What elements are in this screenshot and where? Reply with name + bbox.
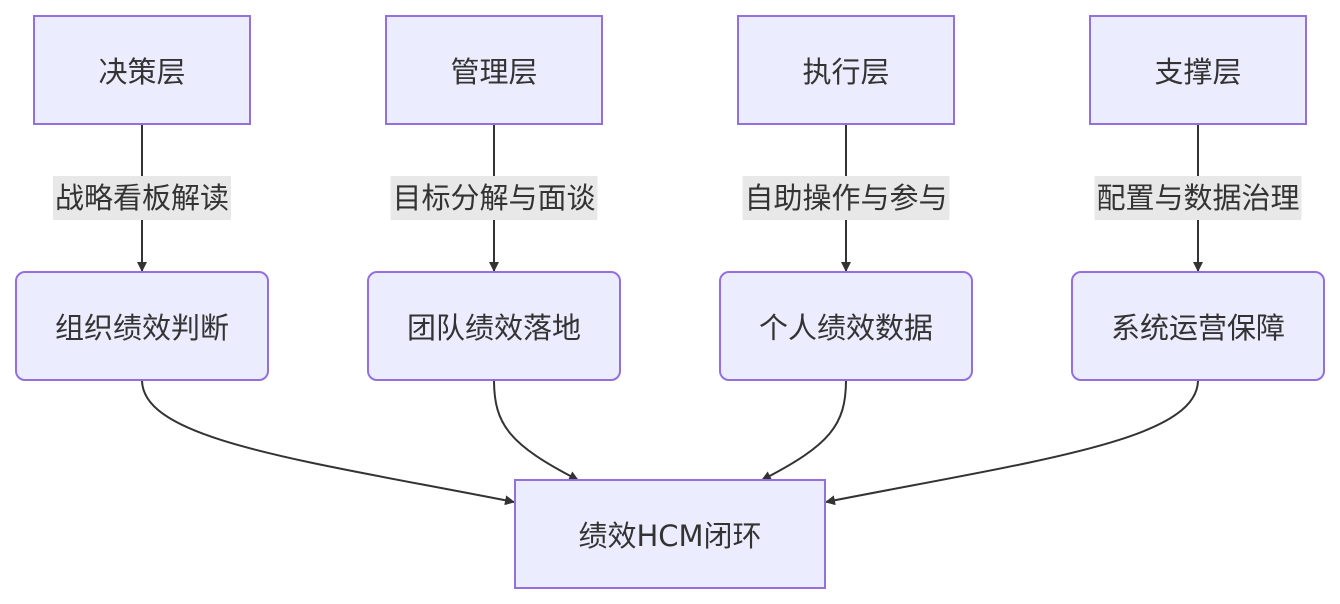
edge-label-execution: 自助操作与参与 [742, 176, 950, 220]
edge-label-support: 配置与数据治理 [1094, 176, 1302, 220]
edge-label-management: 目标分解与面谈 [390, 176, 598, 220]
edge-outcome4-to-target [825, 379, 1199, 506]
node-team-performance: 团队绩效落地 [367, 271, 621, 381]
edge-outcome3-to-target [761, 379, 847, 481]
node-management-layer: 管理层 [385, 15, 603, 125]
edge-outcome2-to-target [493, 379, 579, 481]
node-system-operations: 系统运营保障 [1071, 271, 1325, 381]
node-performance-hcm-loop: 绩效HCM闭环 [514, 479, 826, 589]
node-support-layer: 支撑层 [1089, 15, 1307, 125]
node-personal-performance: 个人绩效数据 [719, 271, 973, 381]
edge-label-decision: 战略看板解读 [52, 176, 232, 220]
edge-outcome1-to-target [141, 379, 515, 506]
node-org-performance: 组织绩效判断 [15, 271, 269, 381]
node-execution-layer: 执行层 [737, 15, 955, 125]
node-decision-layer: 决策层 [33, 15, 251, 125]
